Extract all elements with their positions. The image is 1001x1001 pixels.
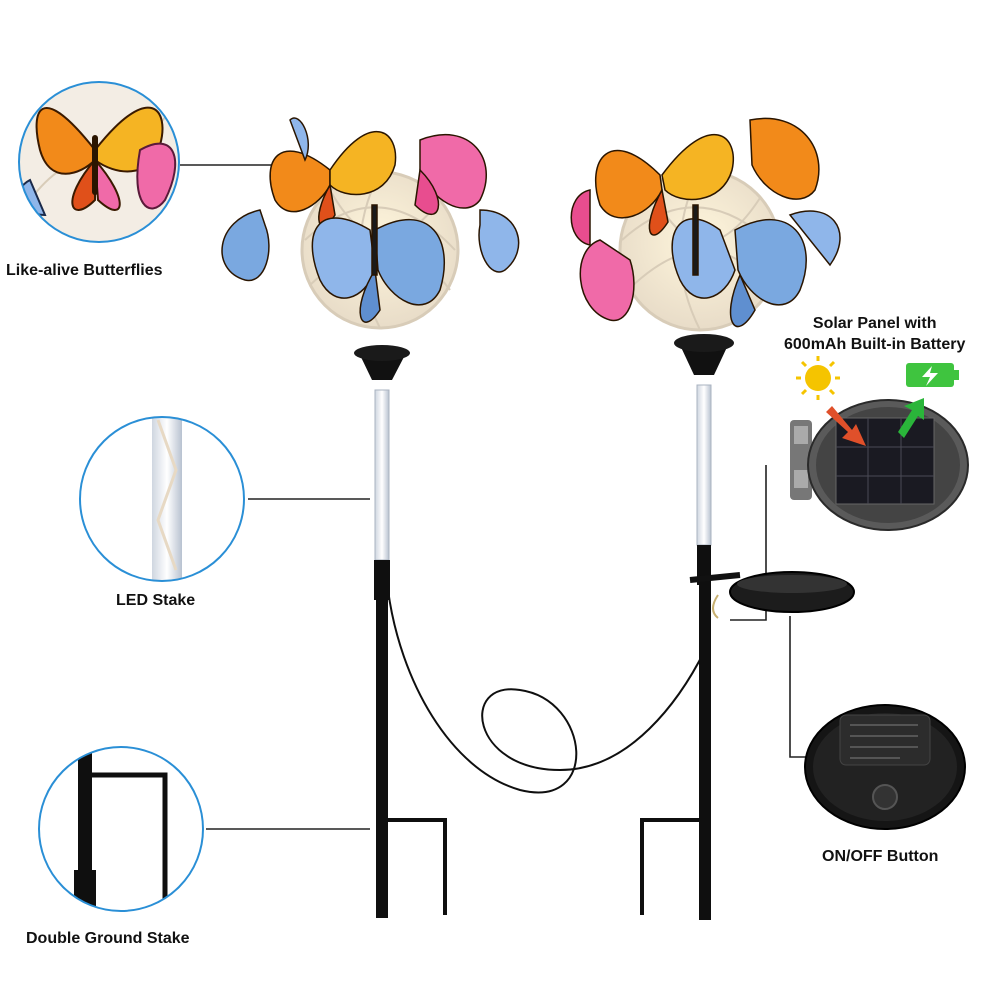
left-led-tube	[374, 389, 390, 561]
label-solar-panel: Solar Panel with 600mAh Built-in Battery	[784, 313, 965, 355]
right-ground-stake	[699, 585, 711, 920]
label-double-ground-stake: Double Ground Stake	[26, 930, 190, 947]
sun-icon	[796, 356, 840, 400]
label-onoff-button: ON/OFF Button	[822, 848, 939, 865]
label-solar-line2: 600mAh Built-in Battery	[784, 336, 966, 353]
left-lamp	[221, 117, 520, 918]
battery-charging-icon	[906, 363, 959, 387]
label-like-alive-butterflies: Like-alive Butterflies	[6, 262, 163, 279]
power-switch	[872, 784, 898, 810]
right-led-tube	[696, 384, 712, 546]
connection-cable	[387, 589, 706, 794]
butterfly-closeup	[19, 106, 177, 217]
arrow-out-icon	[898, 398, 924, 438]
label-led-stake: LED Stake	[116, 592, 196, 609]
ground-stake-closeup-circle	[38, 746, 204, 912]
solar-panel-detail	[790, 398, 969, 531]
arrow-in-icon	[826, 406, 866, 446]
butterfly-closeup-circle	[18, 81, 180, 243]
label-solar-line1: Solar Panel with	[812, 315, 937, 332]
led-stake-closeup-circle	[79, 416, 245, 582]
right-butterflies	[570, 117, 841, 328]
right-lamp	[570, 117, 855, 920]
left-butterflies	[221, 117, 520, 323]
onoff-button-detail	[804, 704, 966, 830]
left-ground-stake	[376, 598, 388, 918]
